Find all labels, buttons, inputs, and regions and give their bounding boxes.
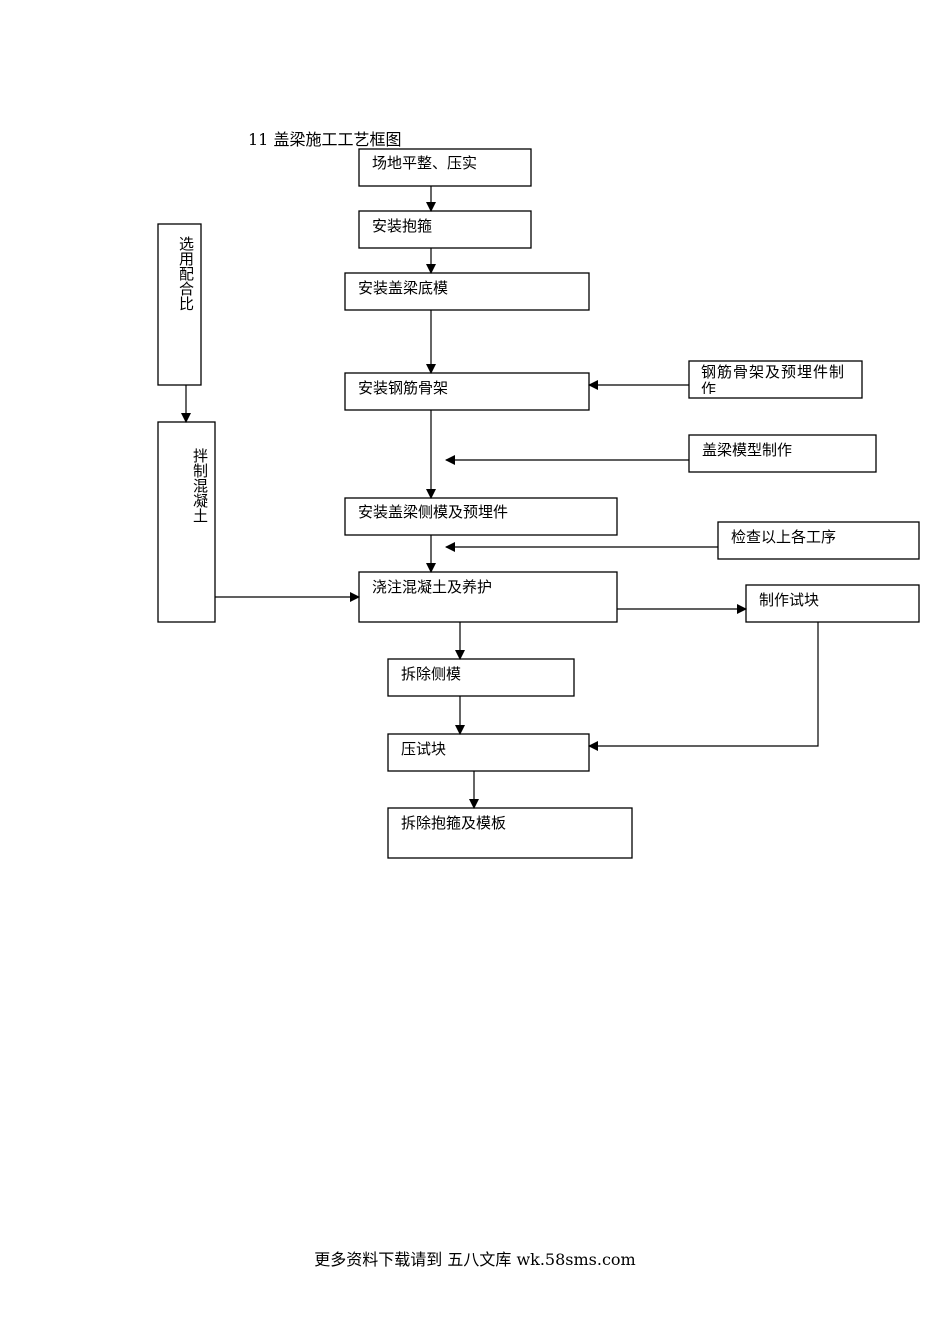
label-remove-side-form: 拆除侧模 (401, 665, 461, 683)
label-select-mix-ratio: 选用配合比 (177, 236, 195, 311)
label-install-side-form: 安装盖梁侧模及预埋件 (358, 503, 508, 521)
label-press-test-block: 压试块 (401, 740, 446, 758)
footer-text: 更多资料下载请到 五八文库 wk.58sms.com (314, 1250, 636, 1269)
arrow-test-block-to-press (588, 622, 819, 751)
label-site-leveling: 场地平整、压实 (372, 154, 477, 172)
label-mix-concrete: 拌制混凝土 (191, 448, 209, 523)
label-install-bottom-form: 安装盖梁底模 (358, 279, 448, 297)
box-rebar-cage-fabrication (688, 360, 863, 399)
box-press-test-block (387, 733, 590, 772)
box-install-side-form (344, 497, 618, 536)
box-remove-hoop-form (387, 807, 633, 859)
label-inspect-processes: 检查以上各工序 (731, 528, 836, 546)
box-install-bottom-form (344, 272, 590, 311)
box-install-rebar-cage (344, 372, 590, 411)
box-site-leveling (358, 148, 532, 187)
box-inspect-processes (717, 521, 920, 560)
box-remove-side-form (387, 658, 575, 697)
label-install-hoop: 安装抱箍 (372, 217, 432, 235)
label-remove-hoop-form: 拆除抱箍及模板 (401, 814, 506, 832)
label-rebar-cage-fabrication: 钢筋骨架及预埋件制作 (701, 364, 846, 398)
label-pour-concrete: 浇注混凝土及养护 (372, 578, 492, 596)
box-select-mix-ratio (157, 223, 202, 386)
label-install-rebar-cage: 安装钢筋骨架 (358, 379, 448, 397)
box-beam-form-fabrication (688, 434, 877, 473)
page-title: 11 盖梁施工工艺框图 (248, 130, 402, 149)
box-make-test-block (745, 584, 920, 623)
label-beam-form-fabrication: 盖梁模型制作 (702, 441, 792, 459)
box-install-hoop (358, 210, 532, 249)
label-make-test-block: 制作试块 (759, 591, 819, 609)
